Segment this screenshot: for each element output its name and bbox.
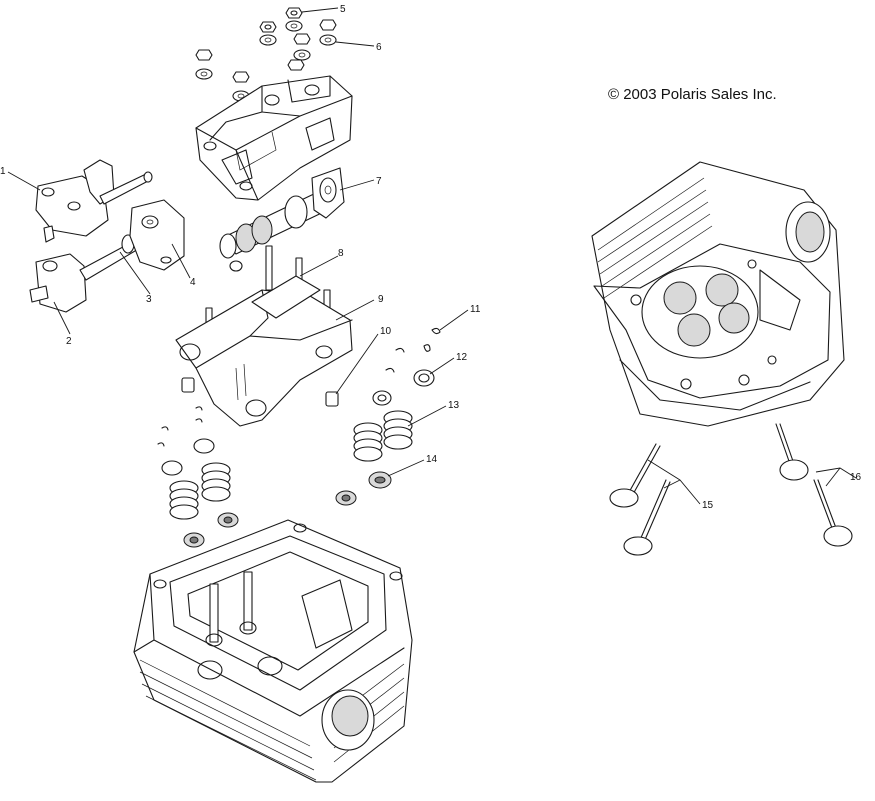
callout-14: 14 (426, 454, 438, 465)
valve-stem-seals (183, 471, 392, 548)
rocker-support-housing (195, 75, 353, 201)
rocker-arm-upper (35, 159, 153, 243)
cylinder-head-right (591, 161, 845, 427)
callout-13: 13 (448, 400, 460, 411)
valve-springs (169, 410, 413, 520)
callout-labels: 1 2 3 4 5 6 7 8 9 10 11 12 13 14 15 16 (0, 4, 862, 511)
rocker-arm-lower (29, 234, 141, 313)
callout-15: 15 (702, 500, 714, 511)
callout-5: 5 (340, 4, 346, 15)
callout-10: 10 (380, 326, 392, 337)
camshaft (219, 167, 345, 272)
copyright-notice: © 2003 Polaris Sales Inc. (608, 86, 777, 103)
callout-11: 11 (470, 304, 481, 315)
rocker-shafts-and-base (175, 245, 353, 427)
callout-7: 7 (376, 176, 382, 187)
rocker-cover-nuts-and-washers (195, 7, 337, 102)
callout-4: 4 (190, 277, 196, 288)
callout-1: 1 (0, 166, 6, 177)
callout-2: 2 (66, 336, 72, 347)
rocker-shaft-bracket (129, 199, 185, 271)
valve-keepers-and-caps (157, 327, 441, 476)
callout-9: 9 (378, 294, 384, 305)
callout-12: 12 (456, 352, 468, 363)
callout-16: 16 (850, 472, 862, 483)
callout-6: 6 (376, 42, 382, 53)
cylinder-head-lower (133, 519, 413, 783)
leader-lines (7, 7, 857, 505)
exhaust-valves (775, 423, 853, 547)
callout-3: 3 (146, 294, 152, 305)
callout-8: 8 (338, 248, 344, 259)
intake-valves (609, 443, 671, 556)
